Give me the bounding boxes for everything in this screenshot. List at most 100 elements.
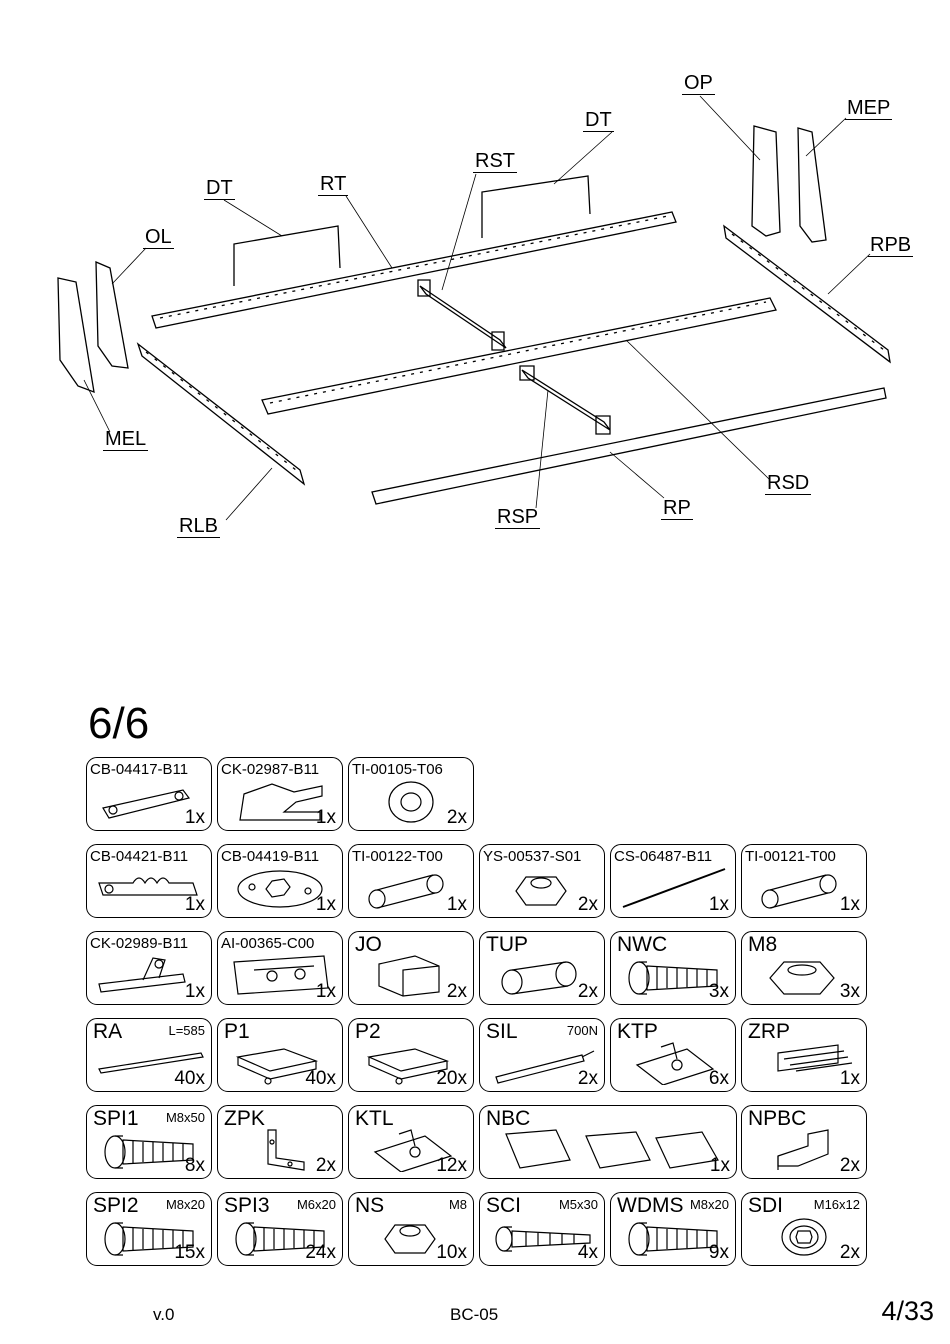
angle-bracket-icon [267,1129,305,1171]
part-code: TI-00121-T00 [745,848,836,865]
label-rsp: RSP [495,506,541,529]
corner-bracket-icon [777,1129,829,1170]
part-quantity: 1x [315,807,336,828]
part-spec: 700N [566,1023,598,1038]
part-code: ZPK [224,1107,265,1130]
tube-icon [368,874,444,909]
label-op: OP [682,72,715,95]
strut-rst [419,285,507,349]
part-quantity: 1x [839,1068,860,1089]
part-quantity: 1x [315,894,336,915]
part-quantity: 2x [446,807,467,828]
part-quantity: 1x [315,981,336,1002]
part-code: SCI [486,1194,522,1217]
part-spec: L=585 [168,1023,205,1038]
part-spec: M8 [448,1197,467,1212]
lock-nut-icon [515,876,567,906]
part-quantity: 1x [709,1155,730,1176]
part-code: TI-00122-T00 [352,848,443,865]
part-quantity: 2x [577,1068,598,1089]
panel-mel [57,277,95,394]
part-card-nbc: NBC 1x [479,1105,737,1179]
dt-right [481,175,591,238]
part-quantity: 2x [446,981,467,1002]
sleeve-icon [501,961,577,995]
label-rsd: RSD [765,472,812,495]
part-quantity: 3x [839,981,860,1002]
label-rlb: RLB [177,515,220,538]
bolt-icon [104,1222,194,1256]
rail-rlb [136,342,306,486]
part-card-ti-00105-t06: TI-00105-T06 2x [348,757,474,831]
part-quantity: 8x [184,1155,205,1176]
part-code: SDI [748,1194,784,1217]
part-code: CB-04417-B11 [90,761,189,778]
label-dt-left: DT [204,177,235,200]
part-card-ktp: KTP 6x [610,1018,736,1092]
part-code: P1 [224,1020,250,1043]
part-quantity: 15x [174,1242,205,1263]
part-quantity: 6x [708,1068,729,1089]
foot-bracket-icon [505,1129,719,1169]
part-quantity: 1x [184,981,205,1002]
rod-icon [622,868,726,908]
part-quantity: 10x [436,1242,467,1263]
part-code: CK-02989-B11 [90,935,189,952]
part-code: TUP [486,933,528,956]
part-code: SPI1 [93,1107,139,1130]
part-quantity: 20x [436,1068,467,1089]
part-code: P2 [355,1020,381,1043]
tube-icon [761,874,837,909]
part-code: CB-04421-B11 [90,848,189,865]
bolt-icon [104,1135,194,1169]
panel-mep [797,127,827,243]
part-code: M8 [748,933,778,956]
clip-plate-icon [373,1129,453,1172]
part-quantity: 4x [577,1242,598,1263]
part-code: YS-00537-S01 [483,848,582,865]
rail-rpb [723,224,891,364]
part-quantity: 2x [839,1242,860,1263]
part-quantity: 1x [184,807,205,828]
part-quantity: 2x [315,1155,336,1176]
part-code: ZRP [748,1020,790,1043]
label-mep: MEP [845,97,893,120]
label-dt-right: DT [583,109,614,132]
part-code: WDMS [617,1194,684,1217]
part-code: AI-00365-C00 [221,935,315,952]
part-code: TI-00105-T06 [352,761,443,778]
label-rst: RST [473,150,517,173]
flat-plate-icon [102,789,191,819]
exploded-frame-diagram [57,95,891,521]
bolt-icon [235,1222,325,1256]
part-code: KTP [617,1020,658,1043]
label-rt: RT [318,173,349,196]
part-card-m8: M8 3x [741,931,867,1005]
part-spec: M8x20 [689,1197,729,1212]
part-spec: M5x30 [558,1197,598,1212]
label-ol: OL [143,226,174,249]
part-code: JO [355,933,382,956]
part-card-ck-02989-b11: CK-02989-B11 1x [86,931,212,1005]
part-quantity: 1x [708,894,729,915]
part-card-jo: JO 2x [348,931,474,1005]
screw-icon [495,1226,591,1252]
slat-icon [98,1052,204,1074]
part-quantity: 3x [708,981,729,1002]
label-rp: RP [661,497,693,520]
lock-nut-icon [384,1224,436,1254]
part-code: NBC [486,1107,531,1130]
slat-cap-icon [235,1048,319,1085]
